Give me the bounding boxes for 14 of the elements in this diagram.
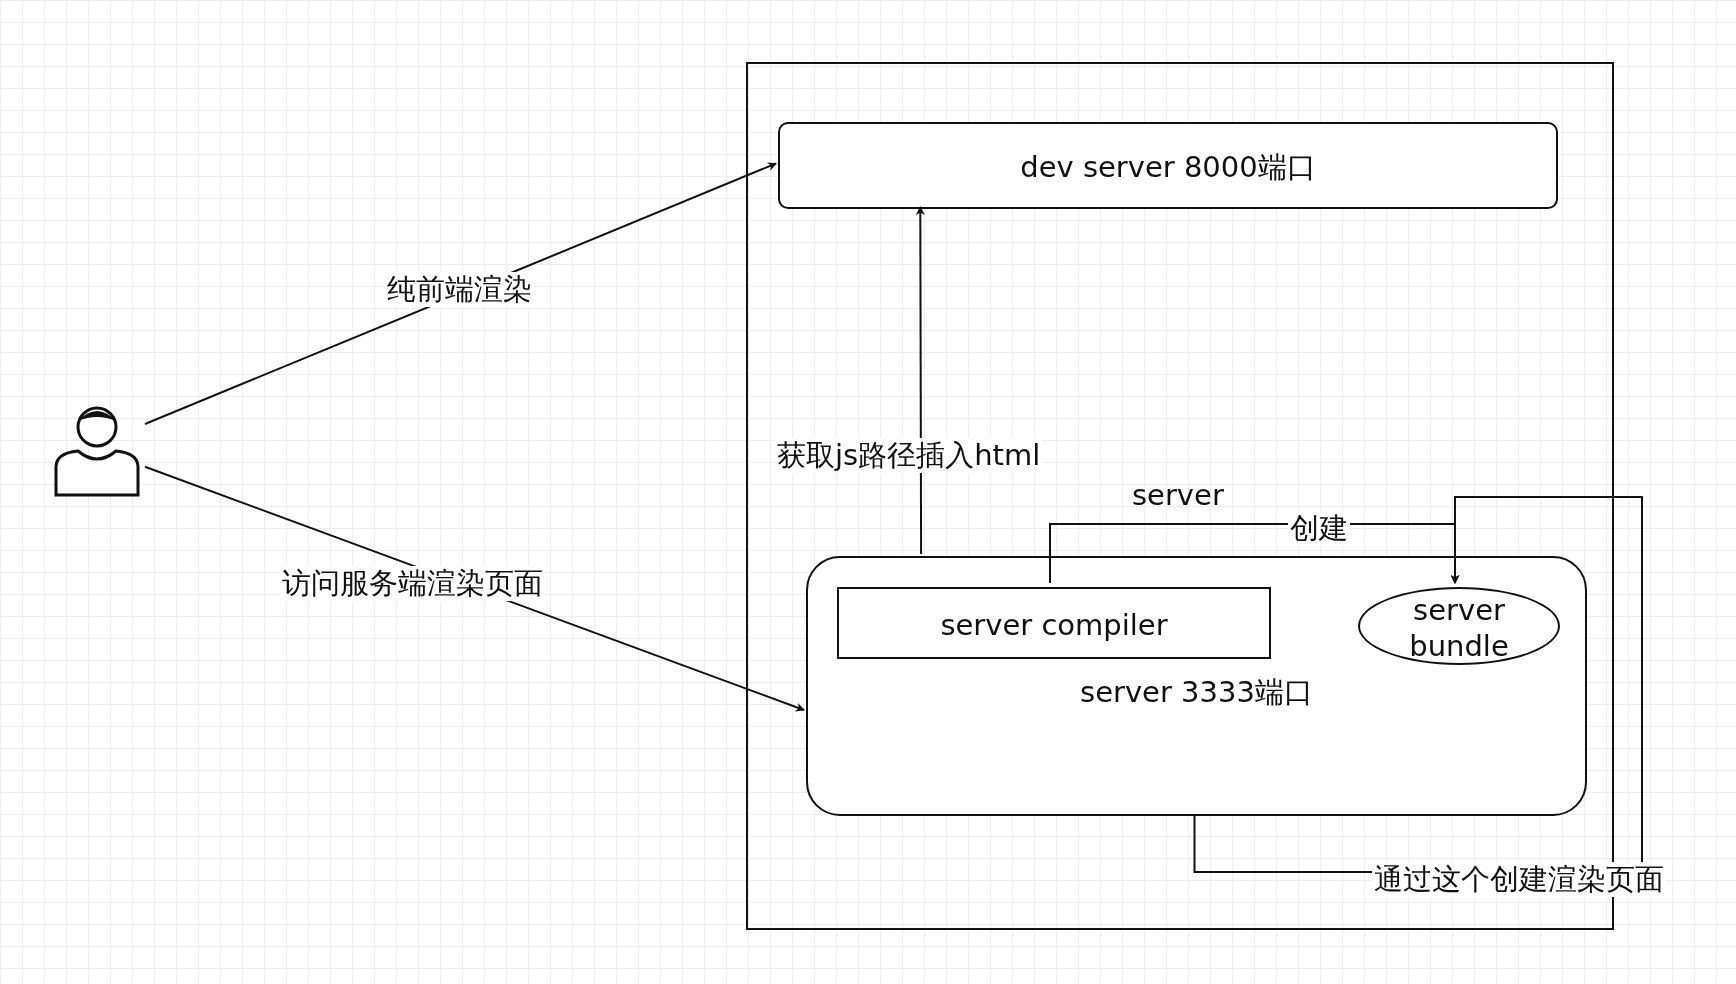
edge-label: 通过这个创建渲染页面: [1372, 862, 1666, 897]
edge-label: 纯前端渲染: [385, 272, 534, 307]
edge-label: 创建: [1288, 511, 1350, 546]
edge-label: 获取js路径插入html: [775, 438, 1043, 473]
server-box: [778, 122, 1558, 209]
note-label: server: [1131, 478, 1225, 513]
compiler-box: [837, 587, 1271, 659]
ellipse-label: server bundle: [1408, 591, 1510, 665]
arrow: [915, 206, 925, 555]
box-label: dev server 8000端口: [1019, 148, 1317, 186]
box-title: server 3333端口: [1079, 674, 1314, 712]
edge-label: 访问服务端渲染页面: [280, 566, 545, 601]
box-label: server compiler: [939, 608, 1169, 642]
server-box: [806, 556, 1587, 816]
